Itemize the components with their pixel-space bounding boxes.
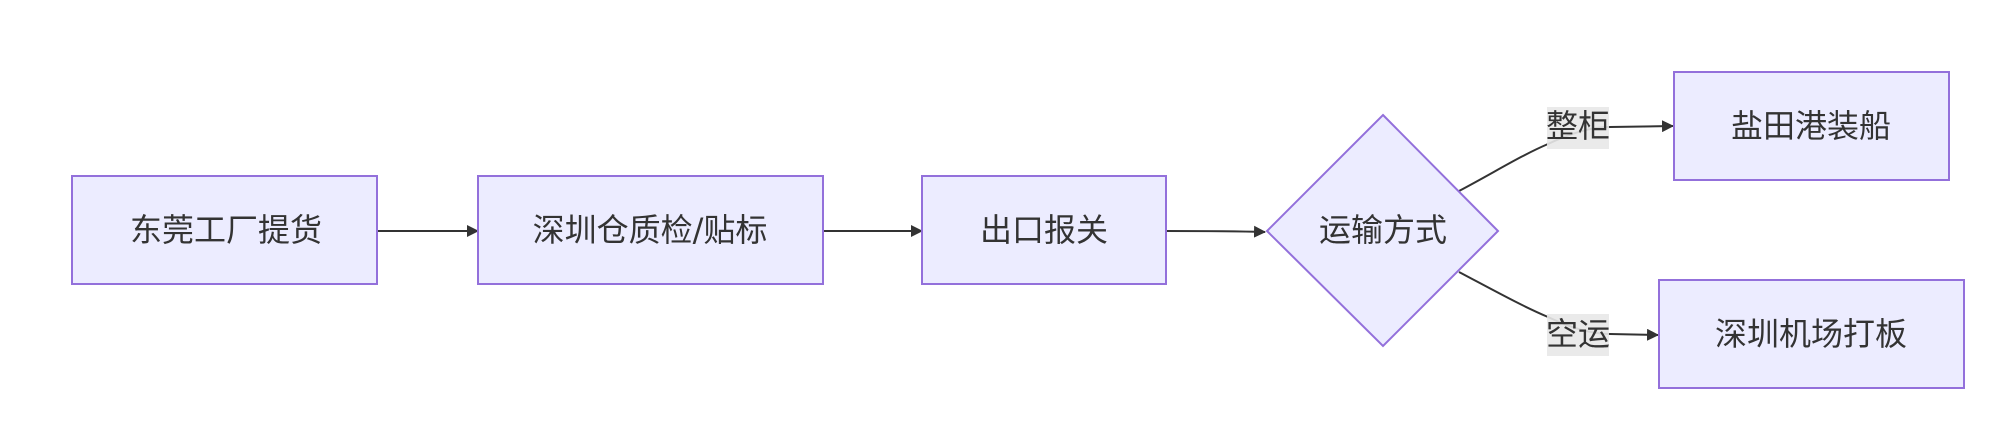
edge-label-air-freight: 空运 <box>1546 314 1610 356</box>
node-mode: 运输方式 <box>1265 113 1500 348</box>
node-pickup-box <box>71 175 378 285</box>
node-customs-label: 出口报关 <box>980 211 1108 249</box>
node-sea-box <box>1673 71 1950 181</box>
edge-label-text: 整柜 <box>1546 107 1610 145</box>
node-air-label: 深圳机场打板 <box>1715 315 1907 353</box>
node-qc-label: 深圳仓质检/贴标 <box>533 211 768 249</box>
node-mode-label: 运输方式 <box>1319 211 1447 249</box>
node-customs-box <box>921 175 1167 285</box>
node-customs: 出口报关 <box>921 175 1167 285</box>
edge-label-text: 空运 <box>1546 315 1610 353</box>
edge-label-full-container: 整柜 <box>1546 107 1610 149</box>
node-pickup-label: 东莞工厂提货 <box>130 211 322 249</box>
node-pickup: 东莞工厂提货 <box>71 175 378 285</box>
node-air: 深圳机场打板 <box>1658 279 1965 389</box>
edge-customs-to-mode <box>1165 225 1266 238</box>
edge-label-bg <box>1547 314 1609 356</box>
node-sea-label: 盐田港装船 <box>1731 107 1891 145</box>
node-mode-diamond <box>1265 113 1500 348</box>
edge-label-bg <box>1547 107 1609 149</box>
node-sea: 盐田港装船 <box>1673 71 1950 181</box>
node-qc-box <box>477 175 824 285</box>
node-air-box <box>1658 279 1965 389</box>
node-qc: 深圳仓质检/贴标 <box>477 175 824 285</box>
